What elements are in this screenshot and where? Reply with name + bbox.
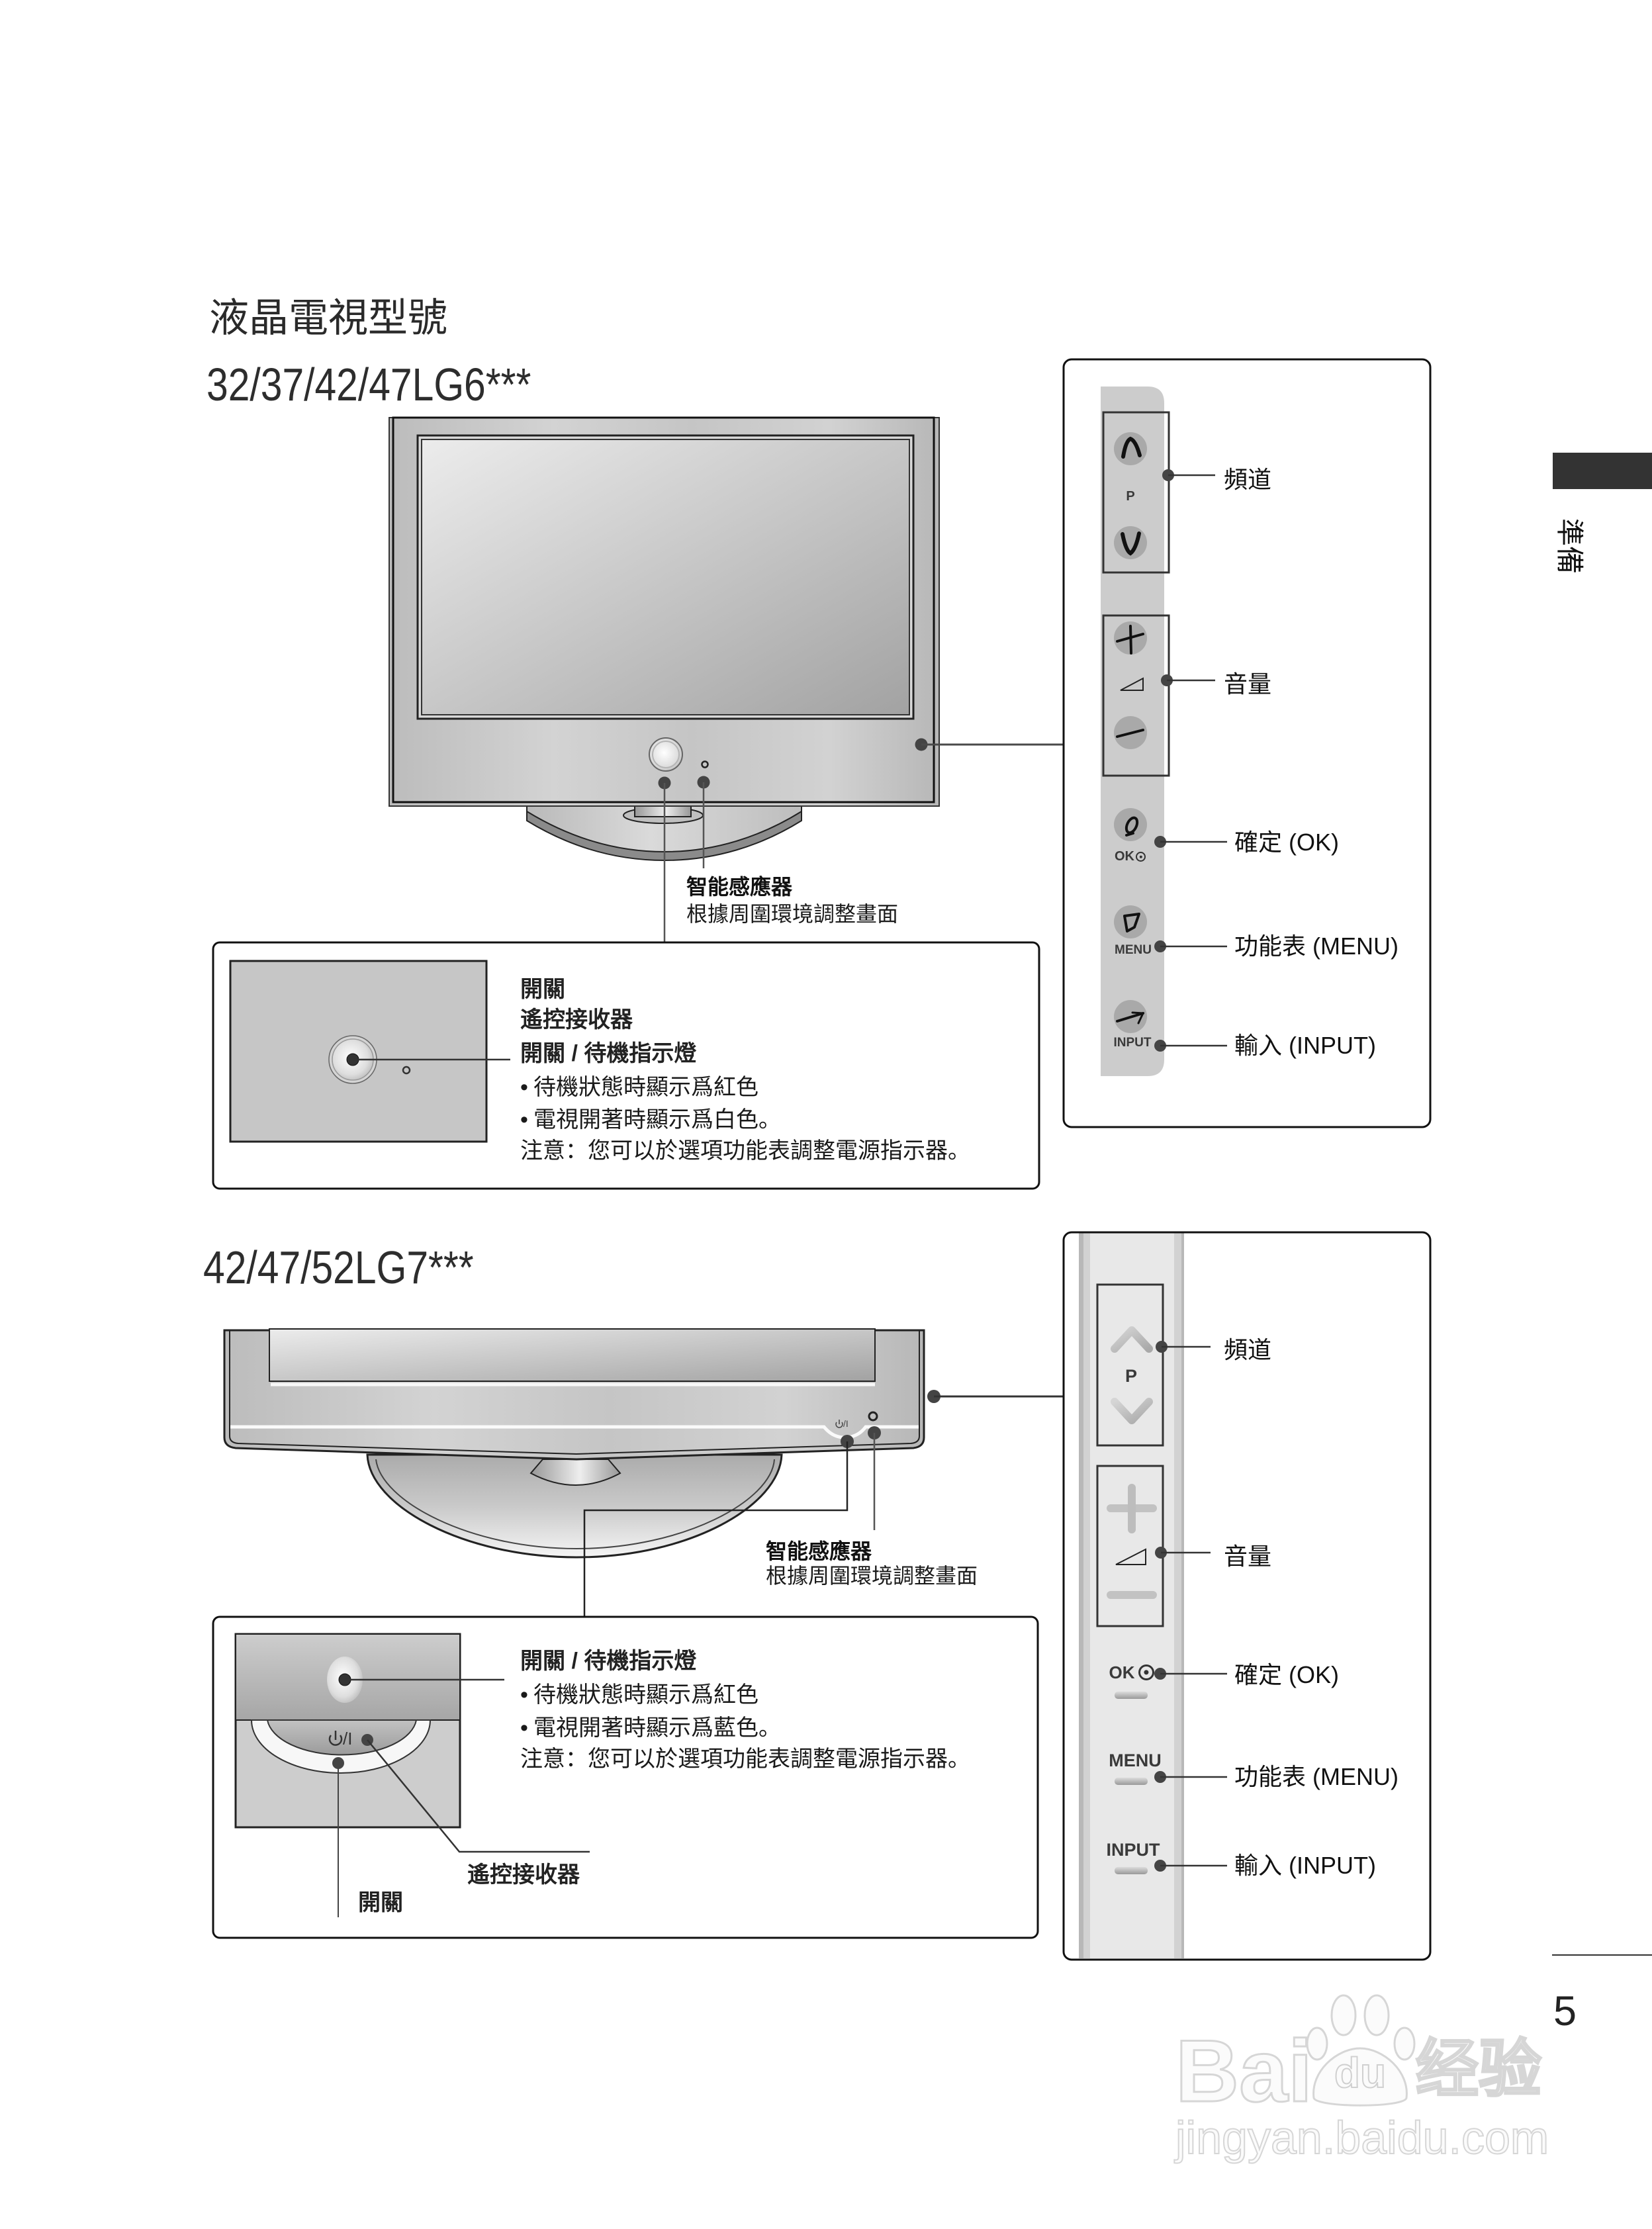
section-tab-marker — [1553, 453, 1652, 489]
menu-icon — [1114, 905, 1147, 938]
watermark-paw-text: du — [1334, 2049, 1387, 2097]
ok-target-icon — [1138, 1664, 1154, 1680]
power-label: 開關 — [520, 977, 565, 1002]
smart-sensor-description: 根據周圍環境調整畫面 — [766, 1564, 978, 1588]
remote-receiver-label: 遙控接收器 — [520, 1007, 633, 1032]
input-key-text: INPUT — [1113, 1036, 1152, 1050]
bullet-glyph: • — [520, 1682, 528, 1707]
bullet-glyph: • — [520, 1715, 528, 1741]
tv-lg7-stand — [366, 1453, 783, 1559]
bullet-glyph: • — [520, 1075, 528, 1100]
bullet-text: 電視開著時顯示爲白色。 — [533, 1107, 781, 1132]
channel-key-group — [1102, 411, 1170, 574]
indicator-note: 注意：您可以於選項功能表調整電源指示器。 — [520, 1138, 970, 1163]
menu-key-text: MENU — [1115, 943, 1152, 957]
ok-key-text: OK — [1115, 849, 1134, 864]
menu-key-text: MENU — [1109, 1751, 1162, 1770]
channel-key-text: P — [1126, 489, 1135, 504]
smart-sensor-title: 智能感應器 — [766, 1539, 872, 1563]
watermark-cn: 经验 — [1414, 2034, 1542, 2105]
input-label: 輸入 (INPUT) — [1234, 1852, 1376, 1879]
page-number: 5 — [1553, 1988, 1577, 2034]
indicator-title: 開關 / 待機指示燈 — [520, 1649, 697, 1674]
input-arrow-icon — [1114, 1000, 1147, 1033]
indicator-bullet: •待機狀態時顯示爲紅色 — [520, 1076, 758, 1099]
volume-label: 音量 — [1224, 670, 1272, 698]
lg7-side-control-panel — [1062, 1231, 1432, 1961]
smart-sensor-title: 智能感應器 — [686, 875, 793, 899]
volume-label: 音量 — [1224, 1543, 1272, 1570]
section-tab-label: 準備 — [1554, 518, 1585, 574]
chevron-up-icon — [1111, 1326, 1153, 1353]
smart-sensor-icon — [868, 1411, 878, 1422]
callout-line — [583, 1441, 849, 1617]
bullet-text: 待機狀態時顯示爲紅色 — [533, 1682, 758, 1707]
watermark-url: jingyan.baidu.com — [1175, 2112, 1549, 2163]
input-label: 輸入 (INPUT) — [1234, 1032, 1376, 1059]
power-button-icon — [649, 737, 683, 772]
bullet-text: 待機狀態時顯示爲紅色 — [533, 1075, 758, 1100]
chevron-down-icon — [1114, 526, 1147, 559]
volume-key-group — [1102, 614, 1170, 777]
power-symbol-label: /I — [843, 1418, 849, 1429]
page-title: 液晶電視型號 — [209, 296, 447, 340]
callout-line — [367, 1739, 590, 1853]
menu-key-bar — [1115, 1778, 1148, 1785]
volume-key-group — [1096, 1465, 1164, 1627]
lg6-side-control-panel — [1062, 358, 1432, 1128]
input-key-bar — [1115, 1867, 1148, 1874]
indicator-title: 開關 / 待機指示燈 — [520, 1041, 697, 1066]
ok-target-icon — [1136, 852, 1146, 862]
model-heading-lg7: 42/47/52LG7*** — [203, 1242, 474, 1293]
model-heading-lg6: 32/37/42/47LG6*** — [206, 359, 531, 410]
remote-receiver-label: 遙控接收器 — [467, 1862, 580, 1888]
menu-label: 功能表 (MENU) — [1234, 1763, 1399, 1790]
smart-sensor-description: 根據周圍環境調整畫面 — [686, 902, 899, 926]
indicator-bullet: •待機狀態時顯示爲紅色 — [520, 1684, 758, 1706]
bullet-glyph: • — [520, 1107, 528, 1132]
power-label: 開關 — [358, 1890, 403, 1915]
power-icon — [328, 1731, 343, 1746]
volume-ramp-icon — [1115, 1548, 1146, 1565]
plus-icon — [1114, 621, 1147, 655]
watermark-brand: Bai — [1175, 2023, 1314, 2120]
baidu-paw-icon — [1306, 1994, 1416, 2107]
ok-label: 確定 (OK) — [1234, 1661, 1339, 1688]
ok-key-bar — [1115, 1692, 1148, 1699]
volume-ramp-icon — [1120, 677, 1144, 691]
plus-icon — [1107, 1484, 1157, 1533]
ok-key-icon — [1114, 808, 1147, 841]
channel-key-group — [1096, 1283, 1164, 1447]
remote-sensor-icon — [402, 1066, 411, 1075]
power-symbol-label: /I — [343, 1729, 353, 1749]
channel-key-text: P — [1124, 1366, 1138, 1386]
indicator-bullet: •電視開著時顯示爲白色。 — [520, 1109, 781, 1131]
lg7-detail-box-frame — [212, 1615, 1039, 1939]
chevron-up-icon — [1114, 432, 1147, 465]
lg6-detail-box-frame — [212, 941, 1040, 1190]
smart-sensor-icon — [701, 760, 709, 768]
tv-lg7-illustration — [223, 1328, 1064, 1617]
bullet-text: 電視開著時顯示爲藍色。 — [533, 1715, 781, 1741]
channel-label: 頻道 — [1224, 466, 1272, 493]
indicator-bullet: •電視開著時顯示爲藍色。 — [520, 1717, 781, 1739]
tv-lg6-illustration — [389, 416, 1064, 942]
minus-icon — [1114, 716, 1147, 749]
indicator-note: 注意：您可以於選項功能表調整電源指示器。 — [520, 1747, 970, 1772]
chevron-down-icon — [1111, 1398, 1153, 1424]
power-icon — [835, 1420, 843, 1428]
channel-label: 頻道 — [1224, 1336, 1272, 1363]
tv-lg7-screen — [269, 1328, 876, 1382]
ok-key-text: OK — [1109, 1662, 1135, 1682]
ok-label: 確定 (OK) — [1234, 829, 1339, 856]
tv-lg6-screen — [421, 439, 910, 715]
input-key-text: INPUT — [1106, 1840, 1160, 1860]
menu-label: 功能表 (MENU) — [1234, 933, 1399, 960]
